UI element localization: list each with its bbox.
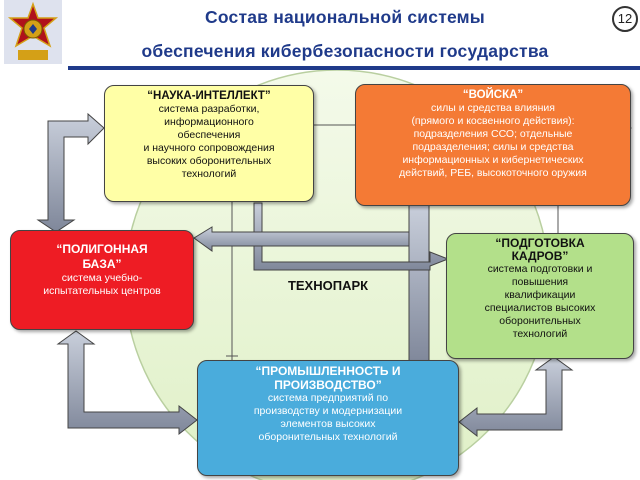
- node-polygon-body: система учебно- испытательных центров: [43, 272, 161, 297]
- node-polygon-title: “ПОЛИГОННАЯ БАЗА”: [56, 242, 148, 271]
- page-title: Состав национальной системы: [205, 7, 485, 27]
- node-cadres-body: система подготовки и повышения квалифика…: [484, 263, 596, 340]
- header-divider: [68, 66, 640, 70]
- node-science: “НАУКА-ИНТЕЛЛЕКТ” система разработки, ин…: [104, 85, 314, 202]
- node-polygon: “ПОЛИГОННАЯ БАЗА” система учебно- испыта…: [10, 230, 194, 330]
- node-troops-body: силы и средства влияния (прямого и косве…: [399, 102, 587, 179]
- emblem-logo: [4, 0, 62, 64]
- polygon-industry-arrow: [56, 330, 198, 436]
- node-science-title: “НАУКА-ИНТЕЛЛЕКТ”: [147, 90, 271, 102]
- troops-industry-bar: [408, 203, 430, 365]
- polygon-troops-arrow: [193, 226, 410, 252]
- node-troops: “ВОЙСКА” силы и средства влияния (прямог…: [355, 84, 631, 206]
- node-troops-title: “ВОЙСКА”: [462, 89, 524, 101]
- node-cadres-title: “ПОДГОТОВКА КАДРОВ”: [495, 236, 585, 263]
- node-industry-body: система предприятий по производству и мо…: [253, 392, 403, 443]
- node-industry: “ПРОМЫШЛЕННОСТЬ И ПРОИЗВОДСТВО” система …: [197, 360, 459, 476]
- node-cadres: “ПОДГОТОВКА КАДРОВ” система подготовки и…: [446, 233, 634, 359]
- slide-number-badge: 12: [612, 6, 638, 32]
- node-industry-title: “ПРОМЫШЛЕННОСТЬ И ПРОИЗВОДСТВО”: [255, 364, 401, 392]
- science-polygon-arrow: [36, 112, 105, 233]
- page-subtitle: обеспечения кибербезопасности государств…: [141, 41, 549, 61]
- node-science-body: система разработки, информационного обес…: [143, 103, 275, 180]
- technopark-label: ТЕХНОПАРК: [287, 278, 369, 293]
